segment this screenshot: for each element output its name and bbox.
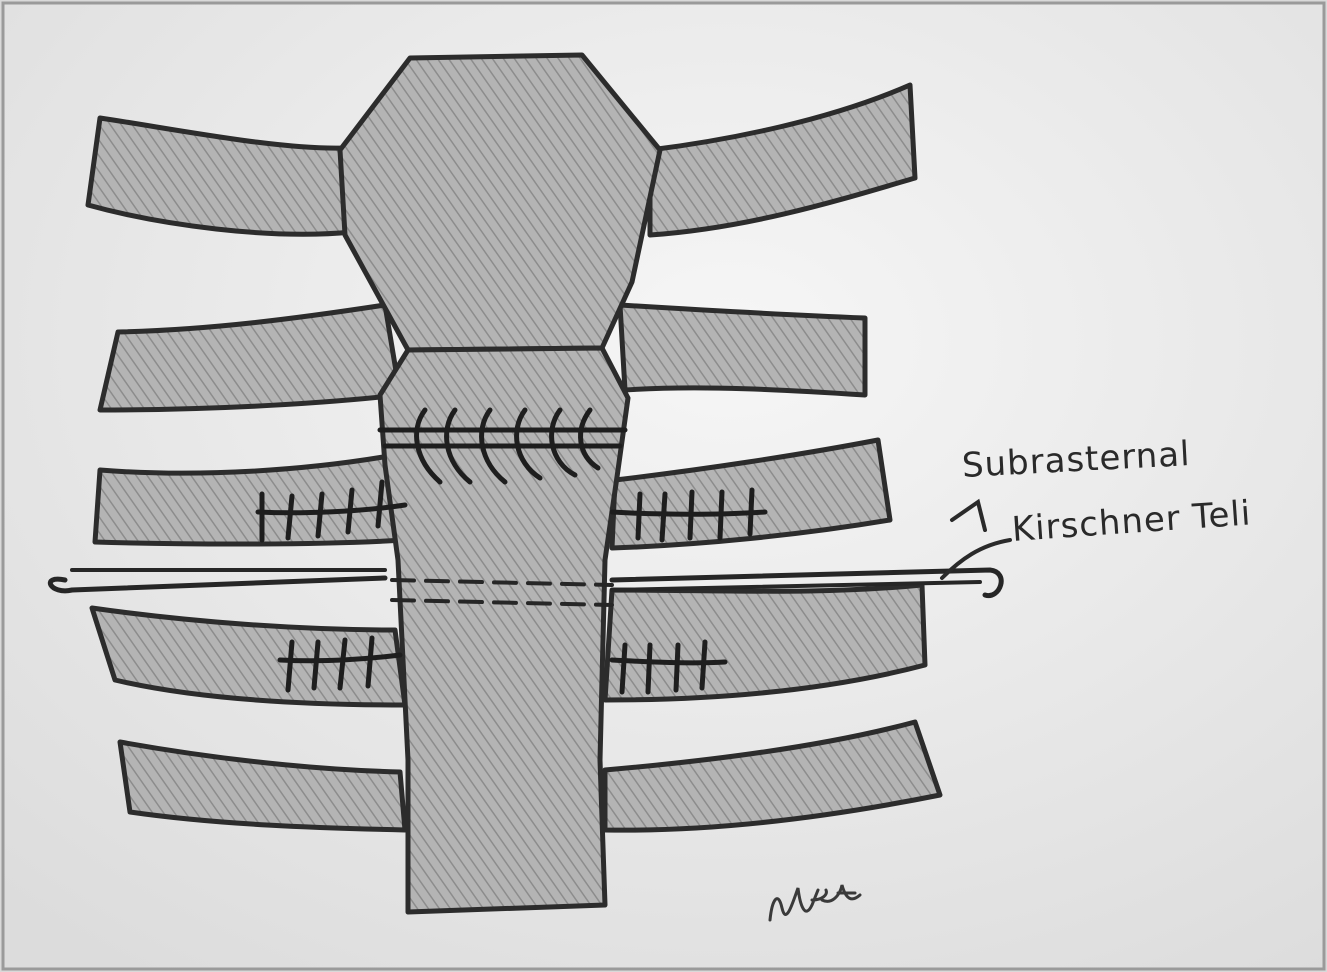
manubrium: [340, 55, 660, 350]
right-rib-2: [620, 305, 865, 395]
